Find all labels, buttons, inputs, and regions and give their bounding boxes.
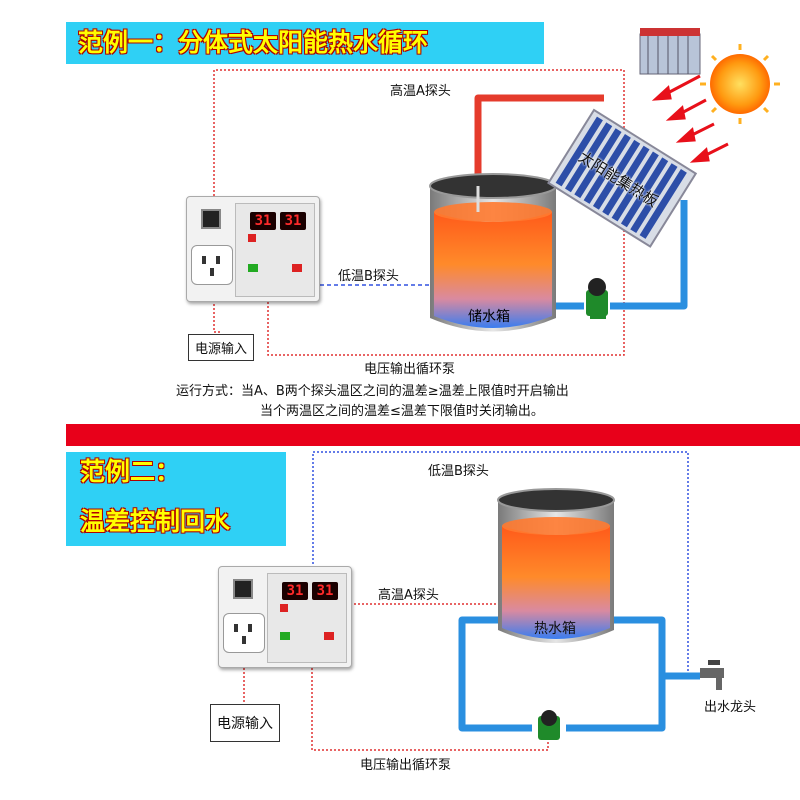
example2-banner-line2: 温差控制回水: [80, 507, 231, 536]
ex1-power-input-label: 电源输入: [188, 334, 255, 361]
ex1-tank: [429, 173, 557, 332]
faucet-icon: [700, 660, 724, 690]
ex2-cold-pipe: [458, 616, 700, 732]
ex2-pump-output-label: 电压输出循环泵: [360, 758, 452, 773]
ex2-tank: [497, 488, 615, 643]
sun-icon: [700, 44, 780, 124]
ex2-red-wire: [243, 603, 549, 751]
ex1-controller: 31 31: [186, 196, 320, 302]
ex1-pump-output-label: 电压输出循环泵: [364, 362, 456, 377]
ex2-probe-high-label: 高温A探头: [378, 588, 439, 603]
ex2-button-red-2[interactable]: [324, 632, 334, 640]
ex1-solar-collector: [547, 108, 698, 248]
ex2-faucet-label: 出水龙头: [704, 700, 757, 715]
ex2-probe-low-label: 低温B探头: [428, 464, 489, 479]
ex1-socket-icon: [191, 245, 233, 285]
ex2-button-green[interactable]: [280, 632, 290, 640]
ex1-display-a: 31: [250, 212, 276, 230]
sun-ray-arrows: [651, 74, 729, 163]
ex2-display-a: 31: [282, 582, 308, 600]
ex1-button-green[interactable]: [248, 264, 258, 272]
ex2-tank-label: 热水箱: [534, 621, 576, 637]
ex2-pump-icon: [538, 710, 560, 740]
example2-banner: 范例二： 温差控制回水: [66, 452, 286, 546]
example2-banner-line1: 范例二：: [80, 457, 181, 486]
ex2-button-red[interactable]: [280, 604, 288, 612]
ex2-power-switch[interactable]: [233, 579, 253, 599]
ex2-blue-wire: [312, 451, 689, 674]
ex1-button-red[interactable]: [248, 234, 256, 242]
ex1-power-switch[interactable]: [201, 209, 221, 229]
ex1-pump-icon: [586, 278, 608, 319]
example1-banner: 范例一：分体式太阳能热水循环: [66, 22, 544, 64]
ex1-hot-pipe: [474, 94, 604, 186]
ex1-note-line2: 当个两温区之间的温差≤温差下限值时关闭输出。: [260, 404, 544, 419]
ex1-probe-high-label: 高温A探头: [390, 84, 451, 99]
ex1-tank-label: 储水箱: [468, 309, 510, 325]
ex1-note-line1: 运行方式：当A、B两个探头温区之间的温差≥温差上限值时开启输出: [176, 384, 569, 399]
ex2-power-input-label: 电源输入: [210, 704, 280, 742]
ex1-red-wire: [213, 69, 625, 356]
section-divider: [66, 424, 800, 446]
ex2-display-b: 31: [312, 582, 338, 600]
rooftop-heater-icon: [639, 28, 701, 75]
ex2-controller: 31 31: [218, 566, 352, 668]
ex1-cold-pipe: [556, 200, 688, 310]
ex1-display-b: 31: [280, 212, 306, 230]
ex2-socket-icon: [223, 613, 265, 653]
ex1-button-red-2[interactable]: [292, 264, 302, 272]
ex1-probe-low-label: 低温B探头: [338, 269, 399, 284]
